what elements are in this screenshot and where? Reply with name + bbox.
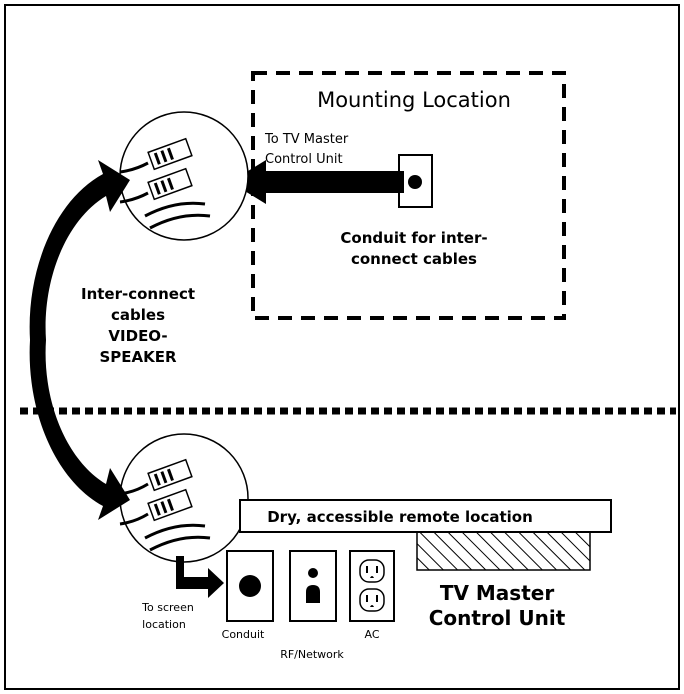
arrow-to-tv-master	[230, 160, 404, 204]
to-screen-label-line2: location	[142, 618, 186, 631]
bottom-cable-connector-detail	[119, 433, 249, 563]
arrow-to-screen	[176, 556, 224, 598]
conduit-label-line1: Conduit for inter-	[340, 229, 487, 247]
interconnect-label-line4: SPEAKER	[99, 348, 177, 366]
tv-master-unit-label-line1: TV Master	[440, 581, 555, 605]
interconnect-label-line1: Inter-connect	[81, 285, 195, 303]
diagram-border	[4, 4, 680, 690]
to-tv-master-label-line2: Control Unit	[265, 152, 343, 167]
remote-location-shelf	[239, 499, 612, 533]
network-jack-icon	[306, 585, 320, 603]
interconnect-double-arrow	[29, 160, 130, 520]
ac-outlet-icon	[359, 559, 385, 612]
conduit-hole-icon	[408, 175, 422, 189]
top-cable-connector-detail	[119, 111, 249, 241]
rf-jack-icon	[308, 568, 318, 578]
rf-network-label: RF/Network	[280, 648, 344, 661]
mounting-location-title: Mounting Location	[317, 88, 511, 112]
to-screen-label-line1: To screen	[141, 601, 194, 614]
ac-label: AC	[364, 628, 379, 641]
conduit-plate-hole-icon	[239, 575, 261, 597]
conduit-plate-label: Conduit	[222, 628, 265, 641]
conduit-label-line2: connect cables	[351, 250, 477, 268]
interconnect-label-line2: cables	[111, 306, 165, 324]
tv-master-unit-label-line2: Control Unit	[429, 606, 566, 630]
interconnect-label-line3: VIDEO-	[108, 327, 167, 345]
to-tv-master-label-line1: To TV Master	[264, 132, 349, 147]
remote-location-label: Dry, accessible remote location	[267, 508, 533, 526]
tv-master-control-unit-block	[416, 531, 591, 571]
